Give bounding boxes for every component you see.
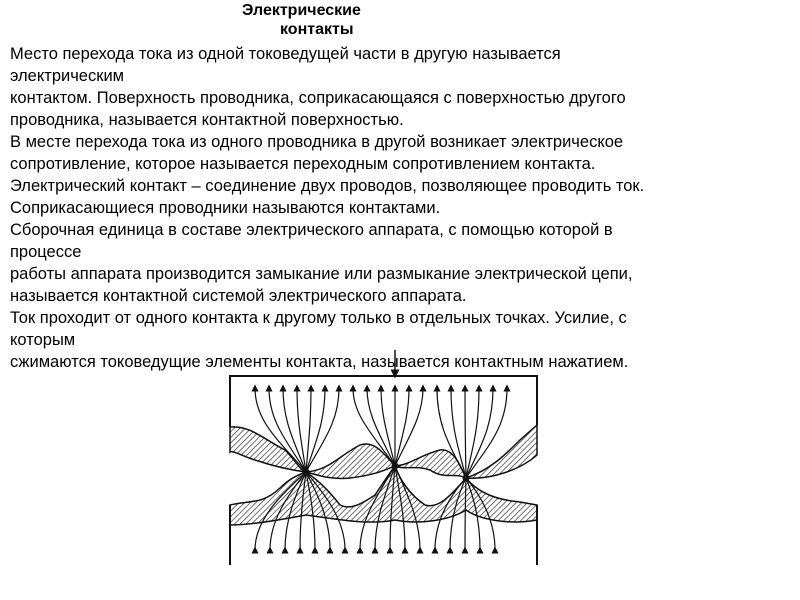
lower-contact-block	[229, 505, 538, 565]
body-text-line: контактом. Поверхность проводника, сопри…	[10, 89, 626, 107]
current-line	[296, 471, 307, 554]
current-line	[305, 471, 334, 554]
current-line	[371, 465, 396, 554]
current-line	[461, 477, 469, 554]
current-line	[465, 384, 483, 479]
body-text-line: называется контактной системой электриче…	[10, 287, 467, 305]
current-line	[305, 471, 319, 554]
current-line	[356, 465, 396, 554]
body-text-line: Сборочная единица в составе электрическо…	[10, 221, 613, 239]
body-text-line: электрическим	[10, 67, 125, 85]
current-line	[279, 384, 307, 473]
current-line	[251, 471, 307, 554]
current-line	[386, 465, 396, 554]
current-line	[431, 477, 467, 554]
body-text-line: Электрический контакт – соединение двух …	[10, 177, 645, 195]
current-line	[465, 384, 497, 479]
contact-point	[391, 462, 399, 470]
body-text-line: сопротивление, которое называется перехо…	[10, 155, 596, 173]
upper-contact-surface	[229, 423, 538, 480]
current-line	[446, 477, 467, 554]
current-line	[251, 384, 307, 473]
current-line	[266, 471, 307, 554]
current-line	[305, 384, 315, 473]
current-line	[461, 384, 469, 479]
current-line	[363, 384, 396, 467]
title-line-1: Электрические	[242, 2, 361, 19]
current-line	[377, 384, 396, 467]
current-line	[394, 465, 409, 554]
body-text-line: проводника, называется контактной поверх…	[10, 111, 404, 129]
current-line	[447, 384, 467, 479]
current-line	[265, 384, 307, 473]
body-text-line: работы аппарата производится замыкание и…	[10, 265, 633, 283]
current-line	[465, 384, 511, 479]
current-line	[305, 384, 343, 473]
body-text-line: которым	[10, 331, 76, 349]
current-line	[305, 471, 349, 554]
current-line	[465, 477, 484, 554]
current-line	[281, 471, 307, 554]
current-line	[349, 384, 396, 467]
body-text-line: Соприкасающиеся проводники называются ко…	[10, 199, 441, 217]
title-line-2: контакты	[280, 21, 354, 38]
body-text-line: В месте перехода тока из одного проводни…	[10, 133, 624, 151]
current-line	[394, 384, 413, 467]
contact-point	[302, 468, 310, 476]
current-line	[394, 384, 427, 467]
current-line	[433, 384, 467, 479]
body-text-line: Ток проходит от одного контакта к другом…	[10, 309, 627, 327]
current-line	[394, 465, 424, 554]
current-line	[305, 384, 329, 473]
current-line	[465, 477, 499, 554]
current-line	[293, 384, 307, 473]
upper-contact-block	[229, 375, 538, 427]
body-text-line: процессе	[10, 243, 82, 261]
body-text-line: Место перехода тока из одной токоведущей…	[10, 45, 561, 63]
contact-point	[462, 474, 470, 482]
body-text-line: сжимаются токоведущие элементы контакта,…	[10, 353, 629, 371]
